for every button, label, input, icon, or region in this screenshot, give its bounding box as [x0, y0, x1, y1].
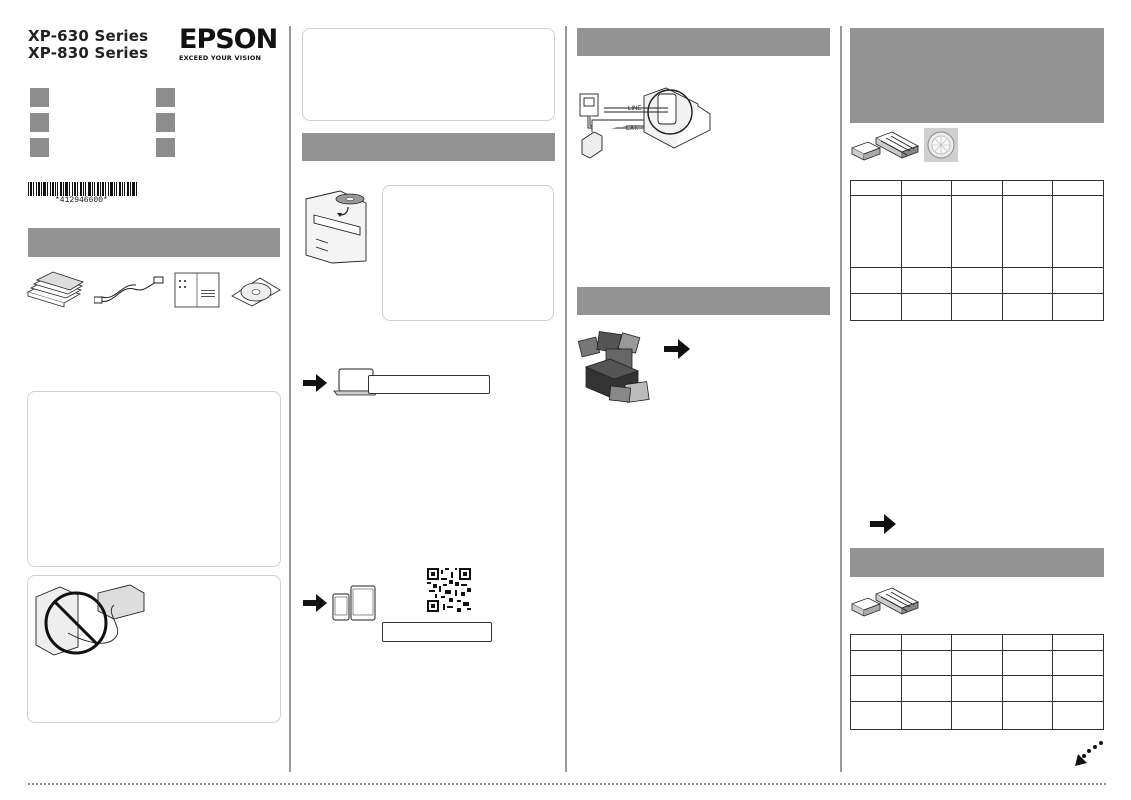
arrow-right-icon — [303, 594, 327, 612]
table-cell — [900, 650, 953, 676]
table-cell — [900, 293, 953, 321]
table-cell — [900, 701, 953, 730]
arrow-right-icon — [303, 374, 327, 392]
brand-tagline: EXCEED YOUR VISION — [179, 54, 262, 62]
section-bar — [577, 28, 830, 56]
fold-arrow-icon — [1075, 741, 1103, 766]
printer-icon — [577, 331, 650, 403]
table-cell — [951, 675, 1003, 702]
table-cell — [850, 195, 902, 268]
language-square — [30, 88, 49, 107]
table-cell — [850, 701, 902, 730]
section-bar — [850, 28, 1104, 123]
cd-insert-icon — [305, 190, 367, 264]
section-bar — [577, 287, 830, 315]
language-square — [156, 138, 175, 157]
url-box[interactable] — [368, 375, 490, 394]
table-cell — [951, 195, 1003, 268]
photo-thumbnail-icon — [924, 128, 958, 162]
tablet-icon — [350, 585, 376, 621]
table-cell — [900, 267, 953, 294]
line-port-label: LINE — [628, 106, 642, 112]
language-square — [30, 138, 49, 157]
table-cell — [1001, 701, 1054, 730]
language-square — [156, 113, 175, 132]
ink-table-2 — [850, 634, 1104, 730]
column-divider — [565, 26, 567, 772]
table-cell — [1001, 650, 1054, 676]
power-cord-icon — [94, 276, 164, 304]
qr-code-icon — [427, 568, 471, 612]
info-box — [382, 185, 554, 321]
info-box — [302, 28, 555, 121]
table-cell — [900, 180, 953, 196]
table-cell — [1052, 180, 1104, 196]
table-cell — [951, 180, 1003, 196]
ext-port-label: EXT. — [626, 126, 639, 132]
url-box[interactable] — [382, 622, 492, 642]
table-cell — [1052, 293, 1104, 321]
table-cell — [900, 634, 953, 651]
phone-line-icon — [579, 87, 711, 159]
table-cell — [1001, 195, 1054, 268]
table-cell — [1001, 634, 1054, 651]
table-cell — [1052, 675, 1104, 702]
ink-cartridges-icon — [26, 271, 84, 308]
column-divider — [289, 26, 291, 772]
table-cell — [850, 675, 902, 702]
cd-icon — [231, 277, 281, 307]
table-cell — [1052, 634, 1104, 651]
table-cell — [850, 267, 902, 294]
table-cell — [1052, 195, 1104, 268]
column-divider — [840, 26, 842, 772]
product-title-line1: XP-630 Series — [28, 27, 149, 45]
table-cell — [951, 634, 1003, 651]
table-cell — [1052, 267, 1104, 294]
table-cell — [850, 634, 902, 651]
table-cell — [1001, 267, 1054, 294]
arrow-right-icon — [870, 514, 896, 534]
table-cell — [1001, 293, 1054, 321]
language-square — [30, 113, 49, 132]
ink-cartridges-icon — [851, 131, 919, 161]
table-cell — [1052, 650, 1104, 676]
section-bar — [850, 548, 1104, 577]
barcode — [28, 182, 137, 196]
table-cell — [1052, 701, 1104, 730]
computer-icon — [333, 368, 379, 396]
table-cell — [850, 293, 902, 321]
table-cell — [900, 675, 953, 702]
no-usb-icon — [35, 584, 145, 656]
table-cell — [1001, 180, 1054, 196]
ink-cartridges-icon — [851, 587, 919, 617]
epson-logo: EPSON EXCEED YOUR VISION — [179, 24, 278, 63]
table-cell — [1001, 675, 1054, 702]
section-bar — [28, 228, 280, 257]
table-cell — [951, 650, 1003, 676]
table-cell — [951, 701, 1003, 730]
table-cell — [900, 195, 953, 268]
table-cell — [951, 293, 1003, 321]
product-title: XP-630 Series XP-830 Series — [28, 28, 148, 62]
arrow-right-icon — [664, 339, 690, 359]
cut-line — [28, 783, 1106, 785]
smartphone-icon — [332, 593, 350, 621]
product-title-line2: XP-830 Series — [28, 44, 149, 62]
language-square — [156, 88, 175, 107]
table-cell — [850, 650, 902, 676]
section-bar — [302, 133, 555, 161]
table-cell — [850, 180, 902, 196]
table-cell — [951, 267, 1003, 294]
manual-icon — [174, 272, 220, 308]
brand-name: EPSON — [179, 24, 278, 55]
info-box — [27, 391, 281, 567]
barcode-text: *412946600* — [55, 196, 108, 205]
ink-table-1 — [850, 180, 1104, 321]
